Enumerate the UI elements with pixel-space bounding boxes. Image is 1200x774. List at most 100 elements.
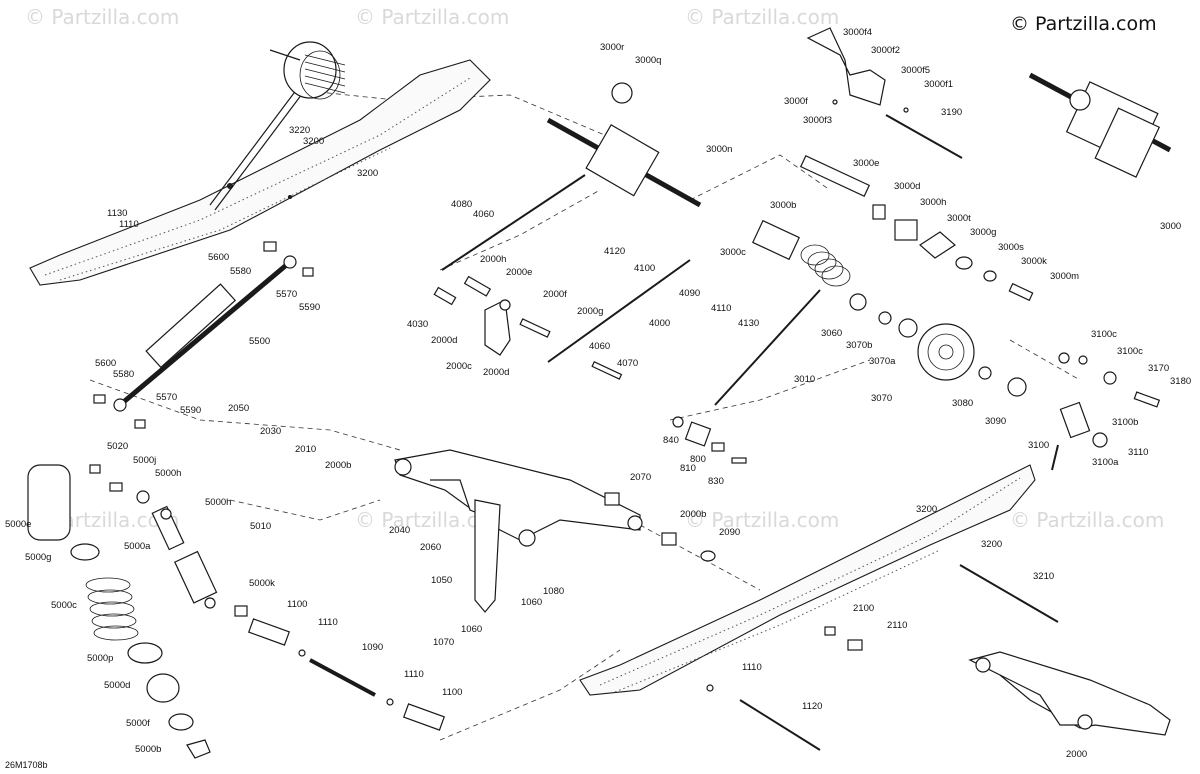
callout-label: 3220 [289, 125, 310, 136]
torsion-spring-and-wheel [714, 244, 1027, 406]
callout-label: 5000a [124, 541, 151, 552]
callout-label: 2000b [325, 460, 351, 471]
callout-label: 3200 [357, 168, 378, 179]
callout-label: 1060 [521, 597, 542, 608]
watermarks: © Partzilla.com © Partzilla.com © Partzi… [25, 5, 1164, 532]
callout-label: 5000h [155, 468, 181, 479]
upper-shock [93, 241, 314, 429]
callout-label: 1100 [442, 687, 462, 698]
callout-label: 3000q [635, 55, 661, 66]
callout-label: 2000h [480, 254, 506, 265]
callout-label: 3180 [1170, 376, 1191, 387]
callout-label: 3010 [794, 374, 815, 385]
bracket-assembly [806, 27, 963, 159]
callout-label: 830 [708, 476, 724, 487]
callout-label: 3070 [871, 393, 892, 404]
callout-label: 3070b [846, 340, 872, 351]
callout-label: 5000k [249, 578, 275, 589]
callout-label: 5000e [5, 519, 31, 530]
callout-label: 3100a [1092, 457, 1119, 468]
callout-label: 4110 [711, 303, 731, 314]
watermark-text: © Partzilla.com [25, 5, 179, 29]
callout-label: 5600 [95, 358, 116, 369]
callout-label: 1110 [119, 219, 139, 230]
callout-label: 3170 [1148, 363, 1169, 374]
callout-label: 5000p [87, 653, 113, 664]
callout-label: 3000h [920, 197, 946, 208]
callout-label: 2110 [887, 620, 907, 631]
callout-label: 1080 [543, 586, 564, 597]
callout-label: 3000c [720, 247, 746, 258]
callout-label: 2000 [1066, 749, 1087, 760]
callout-label: 1110 [318, 617, 338, 628]
callout-label: 3000k [1021, 256, 1047, 267]
callout-label: 2090 [719, 527, 740, 538]
callout-label: 840 [663, 435, 679, 446]
callout-label: 2100 [853, 603, 874, 614]
callout-label: 3000f3 [803, 115, 832, 126]
callout-label: 3100b [1112, 417, 1138, 428]
callout-labels: 1130111032203200320056005580557055905500… [5, 27, 1191, 760]
callout-label: 5580 [113, 369, 134, 380]
callout-label: 5000g [25, 552, 51, 563]
front-arm-thumbnail [968, 651, 1171, 736]
callout-label: 5570 [276, 289, 297, 300]
callout-label: 5600 [208, 252, 229, 263]
callout-label: 2000d [483, 367, 509, 378]
callout-label: 1090 [362, 642, 383, 653]
callout-label: 2060 [420, 542, 441, 553]
callout-label: 3000f [784, 96, 808, 107]
callout-label: 1110 [742, 662, 762, 673]
callout-label: 2010 [295, 444, 316, 455]
callout-label: 1130 [107, 208, 127, 219]
right-rail-assembly [579, 464, 1059, 751]
left-rail-assembly [29, 41, 491, 286]
callout-label: 3210 [1033, 571, 1054, 582]
callout-label: 3200 [981, 539, 1002, 550]
callout-label: 3200 [303, 136, 324, 147]
callout-label: 1120 [802, 701, 822, 712]
callout-label: 3000s [998, 242, 1024, 253]
callout-label: 3000f1 [924, 79, 953, 90]
callout-label: 5570 [156, 392, 177, 403]
callout-label: 5590 [299, 302, 320, 313]
callout-label: 1050 [431, 575, 452, 586]
callout-label: 3000f2 [871, 45, 900, 56]
callout-label: 810 [680, 463, 696, 474]
callout-label: 3000g [970, 227, 996, 238]
callout-label: 3190 [941, 107, 962, 118]
callout-label: 5010 [250, 521, 271, 532]
callout-label: 4090 [679, 288, 700, 299]
center-shaft-assembly [433, 82, 1034, 380]
callout-label: 4000 [649, 318, 670, 329]
callout-label: 3000b [770, 200, 796, 211]
callout-label: 3060 [821, 328, 842, 339]
front-arm [394, 449, 716, 613]
rear-shock [27, 464, 218, 759]
callout-label: 3000f5 [901, 65, 930, 76]
callout-label: 1070 [433, 637, 454, 648]
callout-label: 3100c [1091, 329, 1117, 340]
callout-label: 2000c [446, 361, 472, 372]
callout-label: 5000d [104, 680, 130, 691]
callout-label: 5000h [205, 497, 231, 508]
callout-label: 5590 [180, 405, 201, 416]
callout-label: 2040 [389, 525, 410, 536]
callout-label: 1100 [287, 599, 307, 610]
callout-label: 4080 [451, 199, 472, 210]
callout-label: 4100 [634, 263, 655, 274]
rear-axle-assembly [1028, 72, 1172, 178]
callout-label: 4060 [473, 209, 494, 220]
callout-label: 2000e [506, 267, 532, 278]
callout-label: 3080 [952, 398, 973, 409]
mount-blocks [672, 416, 747, 464]
callout-label: 3000d [894, 181, 920, 192]
watermark-text: © Partzilla.com [1010, 508, 1164, 532]
callout-label: 4130 [738, 318, 759, 329]
callout-label: 2070 [630, 472, 651, 483]
callout-label: 3000 [1160, 221, 1181, 232]
diagram-code: 26M1708b [5, 760, 48, 770]
callout-label: 4030 [407, 319, 428, 330]
callout-label: 5500 [249, 336, 270, 347]
